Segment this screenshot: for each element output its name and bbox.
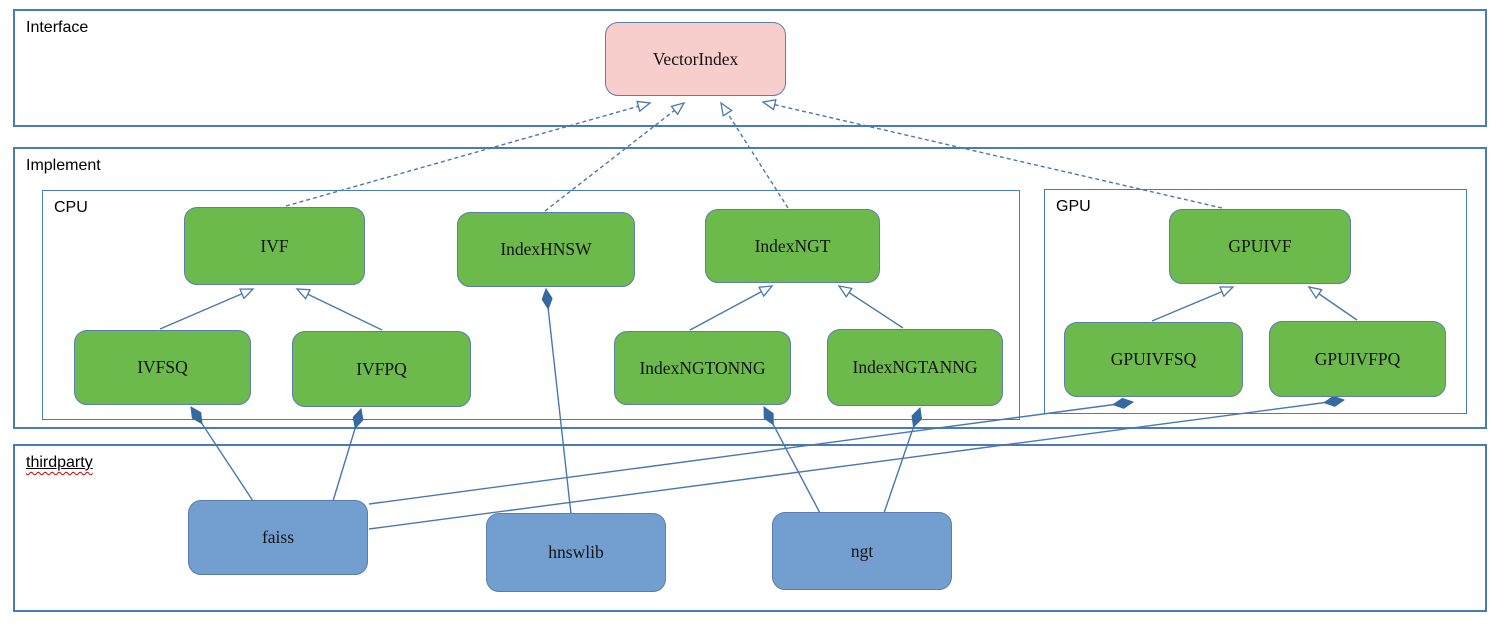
node-hnswlib[interactable]: hnswlib	[486, 513, 666, 592]
node-ivfsq[interactable]: IVFSQ	[74, 330, 251, 405]
node-ivfpq-label: IVFPQ	[356, 358, 407, 379]
node-gpuivf-label: GPUIVF	[1228, 236, 1292, 256]
section-gpu-label: GPU	[1056, 198, 1091, 215]
node-ivf[interactable]: IVF	[184, 207, 365, 285]
section-thirdparty-label: thirdparty	[26, 454, 93, 472]
node-gpuivfpq[interactable]: GPUIVFPQ	[1269, 321, 1446, 397]
node-hnswlib-label: hnswlib	[548, 542, 604, 562]
node-faiss[interactable]: faiss	[188, 500, 368, 575]
node-ngt-label: ngt	[850, 540, 874, 561]
section-interface-label: Interface	[26, 19, 89, 36]
node-gpuivfpq-label: GPUIVFPQ	[1314, 348, 1401, 369]
node-vectorindex[interactable]: VectorIndex	[605, 22, 786, 96]
node-ivfpq[interactable]: IVFPQ	[292, 331, 471, 407]
node-indexngtanng-label: IndexNGTANNG	[852, 357, 978, 377]
node-faiss-label: faiss	[261, 527, 295, 547]
node-ivfsq-label: IVFSQ	[137, 357, 188, 377]
node-indexngt-label: IndexNGT	[754, 235, 831, 256]
node-ngt[interactable]: ngt	[772, 512, 952, 590]
node-indexhnsw[interactable]: IndexHNSW	[457, 212, 635, 287]
section-implement-label: Implement	[26, 157, 101, 174]
node-gpuivfsq[interactable]: GPUIVFSQ	[1064, 322, 1243, 397]
node-ivf-label: IVF	[260, 235, 289, 256]
section-cpu-label: CPU	[54, 199, 88, 216]
node-gpuivfsq-label: GPUIVFSQ	[1110, 349, 1197, 369]
node-indexhnsw-label: IndexHNSW	[500, 239, 592, 259]
node-indexngtonng-label: IndexNGTONNG	[639, 357, 766, 378]
spellcheck-underline: thirdparty	[26, 454, 93, 471]
node-indexngt[interactable]: IndexNGT	[705, 209, 880, 283]
node-indexngtonng[interactable]: IndexNGTONNG	[614, 331, 791, 405]
node-vectorindex-label: VectorIndex	[652, 48, 739, 69]
node-gpuivf[interactable]: GPUIVF	[1169, 209, 1351, 284]
node-indexngtanng[interactable]: IndexNGTANNG	[827, 329, 1003, 406]
